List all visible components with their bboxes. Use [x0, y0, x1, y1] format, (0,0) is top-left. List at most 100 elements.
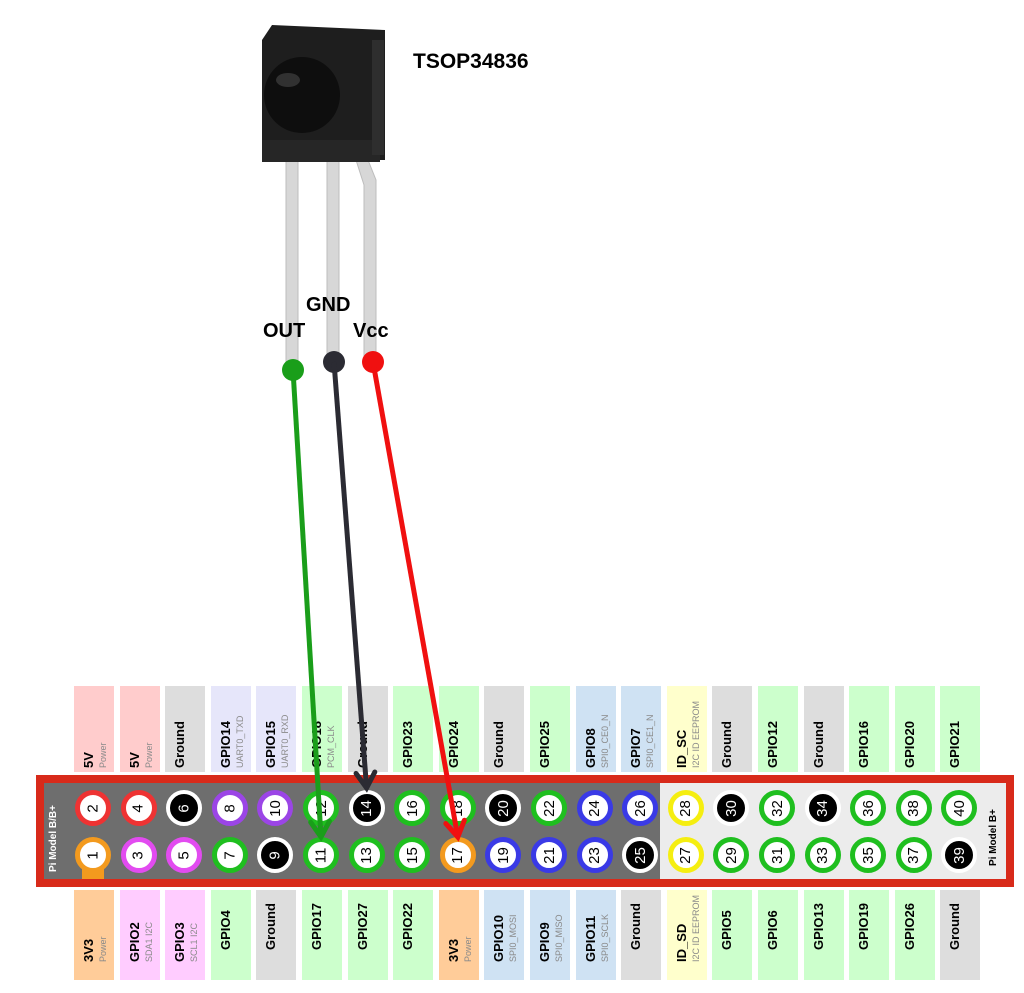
pin-number: 39 [950, 846, 968, 864]
gpio-pin-10: 10 [257, 790, 294, 826]
pin-label-18: GPIO24 [438, 686, 479, 772]
pin-function-name: GPIO7 [628, 728, 644, 768]
pin-number: 16 [403, 799, 421, 817]
pin-function-name: GPIO16 [856, 721, 872, 768]
pin-function-name: GPIO19 [856, 903, 872, 950]
pin-number: 3 [130, 850, 148, 860]
pin-function-sub: Power [98, 936, 108, 962]
pin-number: 10 [266, 799, 284, 817]
gpio-pin-6: 6 [166, 790, 203, 826]
gpio-pin-19: 19 [485, 837, 522, 873]
pin-number: 6 [175, 803, 193, 813]
pin-function-name: Ground [354, 721, 370, 768]
pin-number: 26 [631, 799, 649, 817]
pin-number: 40 [950, 799, 968, 817]
pin-number: 8 [221, 803, 239, 813]
pin-function-name: GPIO22 [400, 903, 416, 950]
pin-number: 18 [449, 799, 467, 817]
pin-function-name: GPIO11 [582, 915, 598, 962]
gpio-pin-18: 18 [439, 790, 476, 826]
pin-label-text: Ground [262, 903, 280, 950]
pin-function-name: Ground [628, 903, 644, 950]
pin-label-35: GPIO19 [849, 890, 890, 980]
pin-label-38: GPIO20 [894, 686, 935, 772]
pin-label-22: GPIO25 [530, 686, 570, 772]
pin-label-36: GPIO16 [849, 686, 890, 772]
pin-number: 23 [586, 846, 604, 864]
pin-number: 2 [84, 803, 102, 813]
pin-label-7: GPIO4 [210, 890, 251, 980]
gpio-pin-34: 34 [804, 790, 841, 826]
vcc-wire-dot [362, 351, 384, 373]
pin-function-name: GPIO20 [901, 721, 917, 768]
pin-function-sub: Power [143, 742, 154, 768]
pin-function-name: GPIO3 [172, 922, 188, 962]
pin-number: 13 [358, 846, 376, 864]
pin-number: 20 [494, 799, 512, 817]
gpio-pin-36: 36 [850, 790, 887, 826]
gpio-pin-29: 29 [713, 837, 750, 873]
pin-number: 35 [859, 846, 877, 864]
pin-number: 38 [905, 799, 923, 817]
pin-label-text: GPIO24 [445, 721, 463, 768]
pin-function-name: GPIO15 [263, 721, 279, 768]
pin-label-16: GPIO23 [393, 686, 434, 772]
pin-number: 30 [722, 799, 740, 817]
pin-function-sub: Power [462, 936, 473, 962]
sensor-leg-gnd [326, 159, 340, 366]
pin-function-name: GPIO23 [400, 721, 416, 768]
pin-label-text: GPIO4 [217, 910, 235, 950]
pin-function-sub: SPI0_MISO [554, 914, 564, 962]
pin-number: 9 [266, 850, 284, 860]
pin-number: 17 [449, 846, 467, 864]
pin-label-text: GPIO23 [399, 721, 417, 768]
gpio-pin-21: 21 [531, 837, 567, 873]
pin-label-30: Ground [712, 686, 753, 772]
out-wire-dot [282, 359, 304, 381]
gpio-pin-40: 40 [941, 790, 978, 826]
gpio-pin-20: 20 [485, 790, 522, 826]
pin-function-name: GPIO8 [582, 728, 598, 768]
gpio-pin-3: 3 [120, 837, 157, 873]
pin-function-sub: SPI0_CE0_N [599, 714, 610, 768]
pin-function-name: 3V3 [445, 938, 461, 962]
pin-label-39: Ground [940, 890, 981, 980]
pin-label-20: Ground [484, 686, 525, 772]
model-label-right: Pi Model B+ [988, 809, 999, 866]
sensor-lens-highlight [276, 73, 300, 87]
pin-number: 33 [814, 846, 832, 864]
pin-label-34: Ground [803, 686, 844, 772]
pin-label-33: GPIO13 [803, 890, 844, 980]
gpio-pin-27: 27 [667, 837, 704, 873]
pin-function-name: GPIO13 [810, 903, 826, 950]
pin-function-sub: SDA1 I2C [143, 921, 154, 962]
pin-function-sub: Power [98, 742, 108, 768]
pin-function-name: GPIO6 [765, 910, 780, 950]
pin-label-text: GPIO21 [946, 721, 964, 768]
pin-label-6: Ground [165, 686, 206, 772]
pin-label-13: GPIO27 [347, 890, 388, 980]
pin-function-sub: I2C ID EEPROM [690, 894, 701, 962]
gpio-pin-39: 39 [941, 837, 978, 873]
gpio-pin-31: 31 [759, 837, 795, 873]
pin-label-text: Ground [627, 903, 645, 950]
pin-function-sub: SPI0_MOSI [508, 914, 519, 962]
pin-function-name: GPIO17 [309, 903, 324, 950]
gnd-wire-dot [323, 351, 345, 373]
